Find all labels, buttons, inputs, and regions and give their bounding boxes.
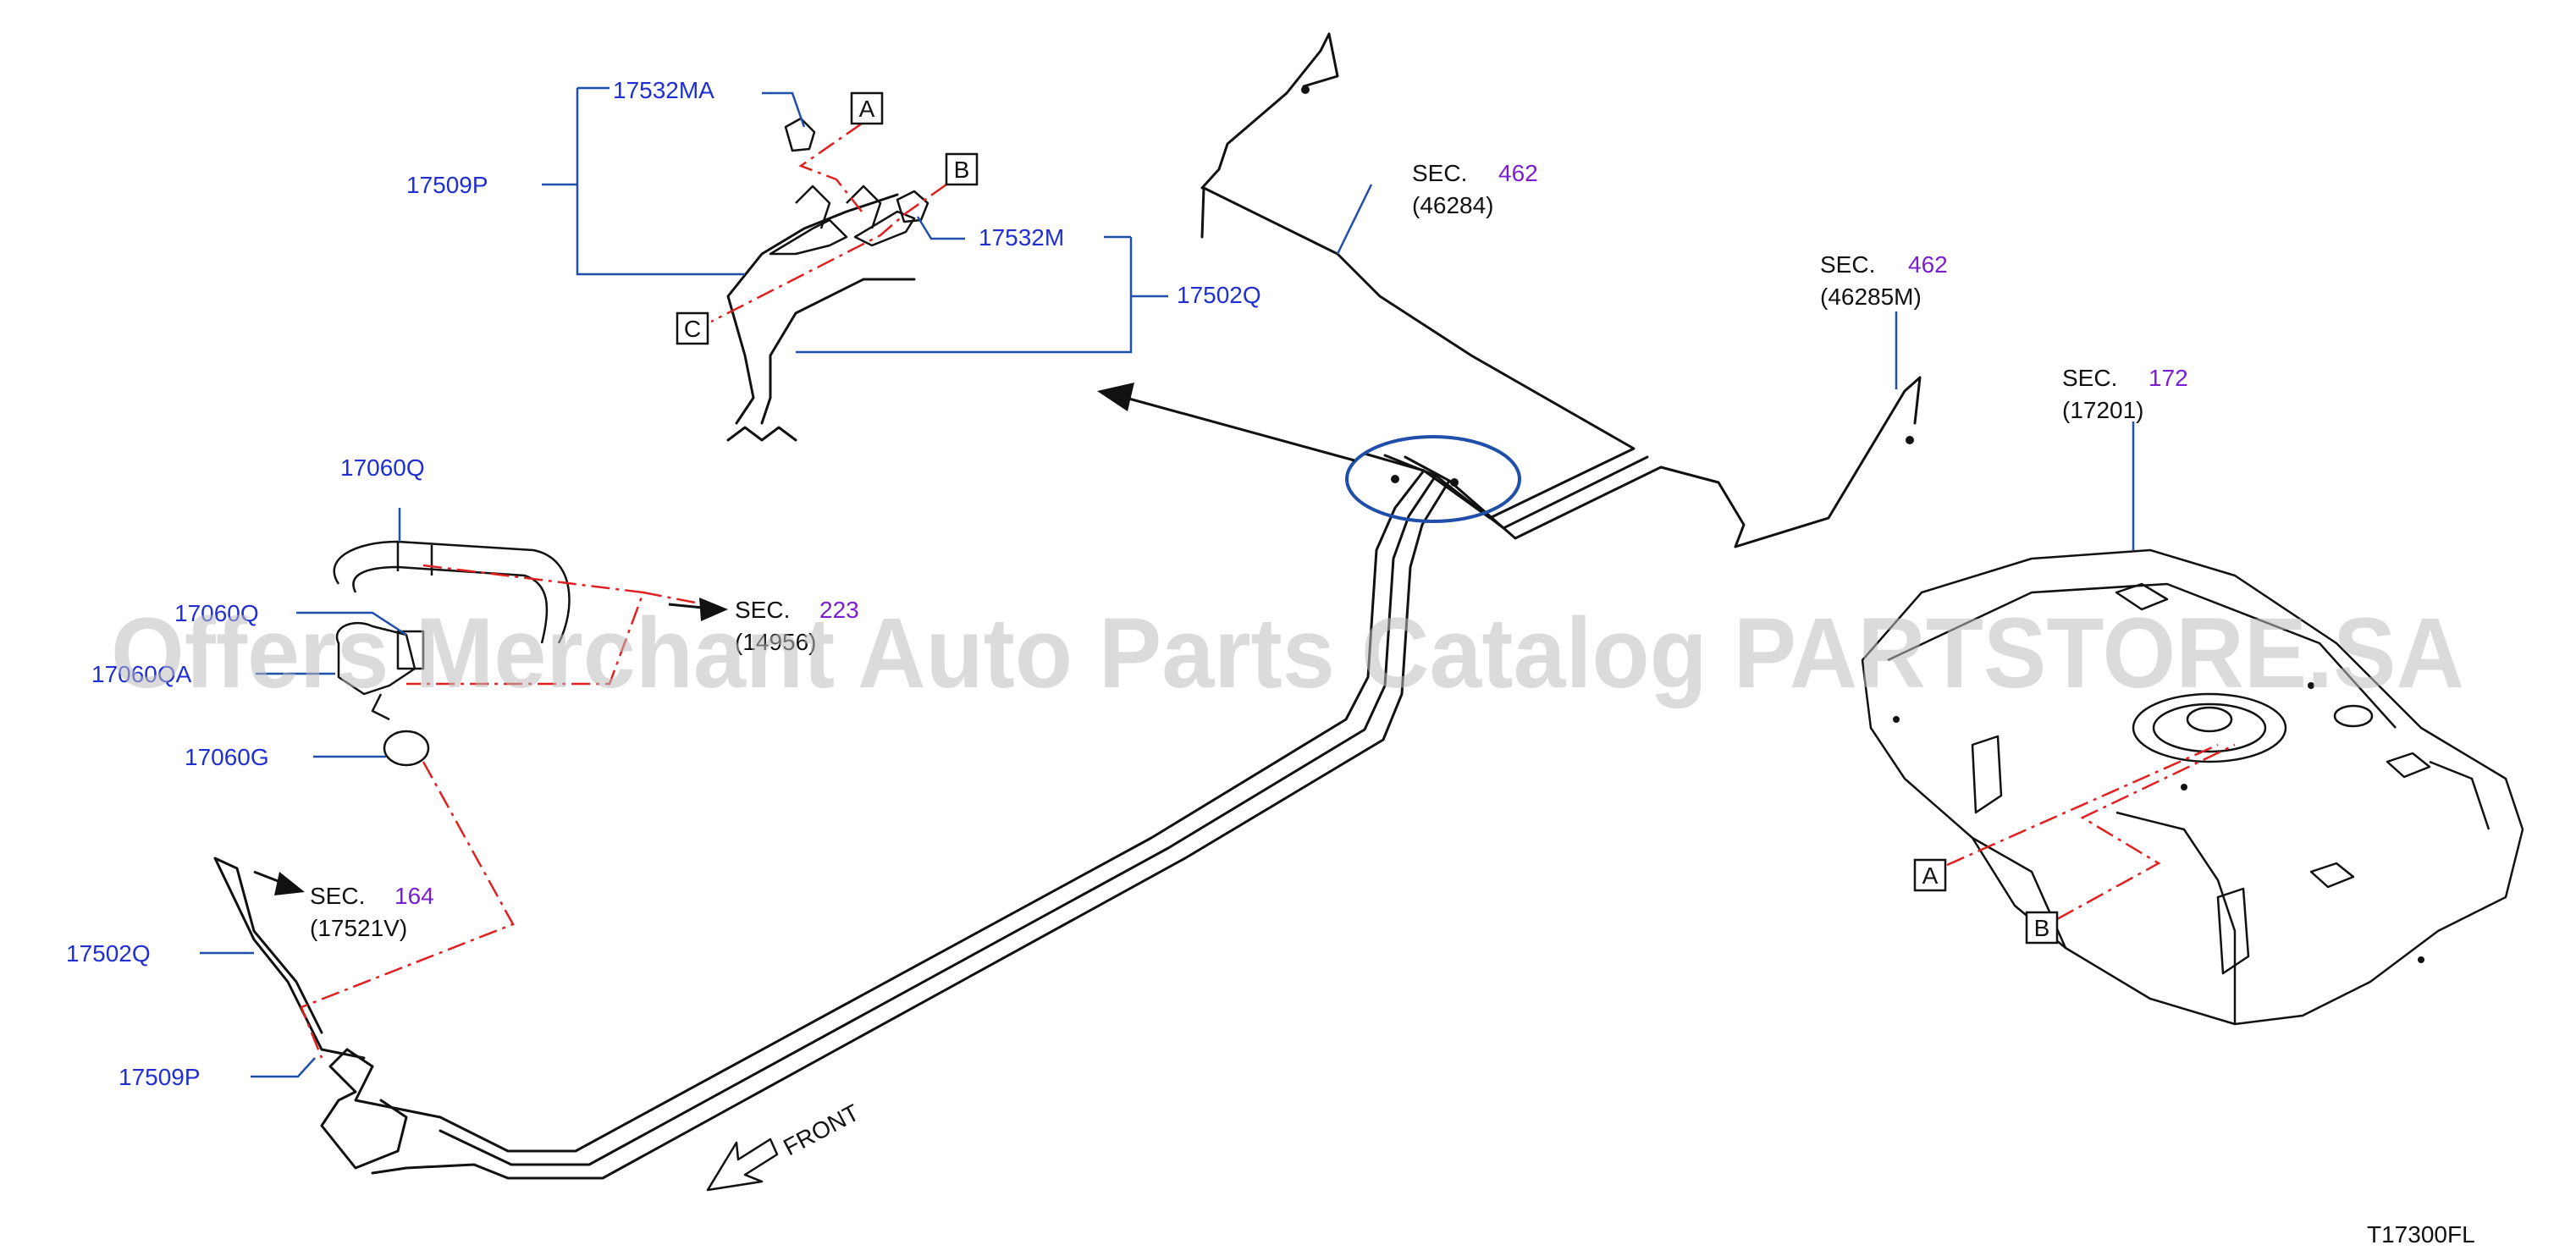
- connector-box-c-top: [676, 311, 709, 345]
- detail-arrow: [1097, 383, 1355, 462]
- sec-prefix: SEC.: [2062, 365, 2117, 391]
- part-label-17060q-b[interactable]: 17060Q: [174, 600, 259, 626]
- sec-arrows: [253, 598, 728, 895]
- part-label-17509p-left[interactable]: 17509P: [119, 1064, 201, 1090]
- connector-box-a-top: [850, 91, 884, 125]
- sec-ref: (46285M): [1820, 284, 1922, 310]
- part-label-17532ma[interactable]: 17532MA: [613, 77, 714, 103]
- sec-number: 172: [2149, 365, 2188, 391]
- part-label-17502q-left[interactable]: 17502Q: [66, 940, 151, 967]
- sec-164-17521v[interactable]: SEC. 164 (17521V): [310, 883, 434, 941]
- dash-dot-connections: [300, 122, 2236, 1059]
- sec-number: 462: [1498, 160, 1538, 186]
- fuel-tank: [1861, 548, 2524, 1026]
- sec-prefix: SEC.: [1820, 251, 1875, 278]
- hose-group: [333, 540, 571, 767]
- sec-ref: (46284): [1412, 192, 1494, 218]
- sec-ref: (14956): [735, 629, 817, 655]
- part-label-17060q[interactable]: 17060Q: [340, 454, 425, 481]
- sec-number: 164: [394, 883, 434, 909]
- connector-label-a-tank: A: [1922, 862, 1939, 889]
- connector-label-a-top: A: [859, 96, 875, 122]
- connector-label-c-top: C: [684, 316, 701, 342]
- sec-number: 462: [1908, 251, 1948, 278]
- detail-circle: [1345, 435, 1521, 523]
- part-label-17060g[interactable]: 17060G: [185, 744, 269, 770]
- sec-number: 223: [819, 597, 859, 623]
- connector-label-b-top: B: [954, 157, 970, 183]
- sec-223-14956[interactable]: SEC. 223 (14956): [735, 597, 859, 655]
- sec-172-17201[interactable]: SEC. 172 (17201): [2062, 365, 2188, 423]
- connector-box-a-tank: [1913, 858, 1947, 892]
- part-label-17509p-top[interactable]: 17509P: [406, 172, 488, 198]
- sec-prefix: SEC.: [310, 883, 365, 909]
- main-fuel-pipes: [213, 32, 1922, 1180]
- sec-ref: (17521V): [310, 915, 407, 941]
- part-label-17502q-top[interactable]: 17502Q: [1177, 282, 1261, 308]
- sec-ref: (17201): [2062, 397, 2144, 423]
- connector-box-b-tank: [2025, 911, 2059, 945]
- leader-lines: [200, 86, 2135, 1078]
- diagram-code: T17300FL: [2367, 1221, 2475, 1248]
- part-label-17060qa[interactable]: 17060QA: [91, 661, 192, 687]
- front-arrow: [706, 1138, 779, 1192]
- sec-prefix: SEC.: [1412, 160, 1467, 186]
- sec-462-46285m[interactable]: SEC. 462 (46285M): [1820, 251, 1948, 310]
- front-label: FRONT: [779, 1099, 863, 1161]
- top-inset: [726, 117, 929, 442]
- sec-prefix: SEC.: [735, 597, 790, 623]
- connector-label-b-tank: B: [2034, 915, 2050, 941]
- watermark: Offers Merchant Auto Parts Catalog PARTS…: [111, 598, 2464, 709]
- part-label-17532m[interactable]: 17532M: [979, 224, 1064, 251]
- connector-box-b-top: [945, 152, 979, 186]
- sec-462-46284[interactable]: SEC. 462 (46284): [1412, 160, 1538, 218]
